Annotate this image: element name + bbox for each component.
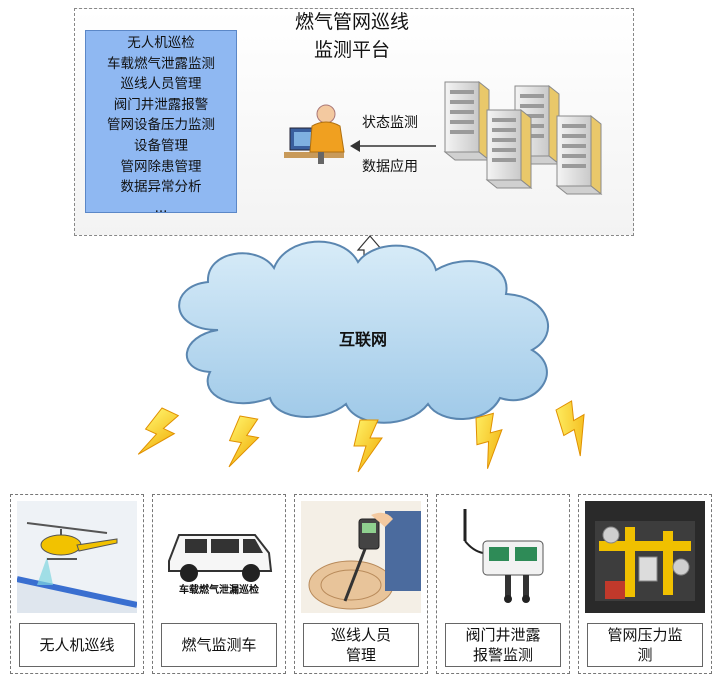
device-label-line1: 阀门井泄露: [465, 626, 541, 644]
device-card-patrol-staff: 巡线人员 管理: [294, 494, 428, 674]
pressure-station-icon: [585, 501, 705, 613]
function-item: ...: [154, 199, 168, 216]
function-item: 车载燃气泄露监测: [107, 55, 215, 72]
drone-icon: [17, 501, 137, 613]
monitoring-vehicle-icon: [159, 501, 279, 613]
device-label: 无人机巡线: [19, 623, 135, 667]
function-item: 阀门井泄露报警: [113, 96, 209, 113]
device-label: 管网压力监 测: [587, 623, 703, 667]
device-label-line1: 管网压力监: [607, 626, 683, 644]
wireless-signal-icon: [353, 419, 383, 473]
arrow-label-state-monitoring: 状态监测: [362, 115, 418, 131]
wireless-signal-icon: [469, 411, 512, 471]
device-label-line2: 报警监测: [472, 646, 533, 664]
device-label-line1: 巡线人员: [330, 626, 391, 644]
operator-computer-icon: [284, 104, 345, 164]
patrol-staff-icon: [301, 501, 421, 613]
valve-alarm-device-icon: [443, 501, 563, 613]
device-card-valve-leak-alarm: 阀门井泄露 报警监测: [436, 494, 570, 674]
server-rack-icon: [444, 81, 602, 195]
device-card-drone: 无人机巡线: [10, 494, 144, 674]
device-label-line1: 无人机巡线: [39, 636, 115, 654]
device-label-line2: 管理: [345, 646, 376, 664]
device-card-pipeline-pressure: 管网压力监 测: [578, 494, 712, 674]
vehicle-image-caption: 车载燃气泄漏巡检: [179, 585, 259, 596]
internet-cloud-icon: [178, 240, 550, 424]
arrow-label-data-application: 数据应用: [362, 159, 418, 175]
cloud-label: 互联网: [338, 330, 387, 349]
function-item: 数据异常分析: [120, 179, 202, 196]
platform-title-line2: 监测平台: [313, 39, 390, 61]
wireless-signal-icon: [134, 404, 183, 465]
device-card-monitoring-vehicle: 车载燃气泄漏巡检 燃气监测车: [152, 494, 286, 674]
function-item: 管网设备压力监测: [107, 117, 215, 134]
function-item: 无人机巡检: [127, 35, 195, 51]
platform-title-line1: 燃气管网巡线: [294, 11, 409, 33]
device-label-line2: 测: [637, 646, 653, 664]
platform-title: 燃气管网巡线 监测平台: [262, 8, 442, 64]
device-label: 巡线人员 管理: [303, 623, 419, 667]
device-label: 阀门井泄露 报警监测: [445, 623, 561, 667]
function-item: 设备管理: [134, 137, 188, 154]
function-item: 巡线人员管理: [120, 76, 202, 93]
function-item: 管网除患管理: [120, 158, 202, 175]
device-label: 燃气监测车: [161, 623, 277, 667]
device-label-line1: 燃气监测车: [181, 636, 257, 654]
wireless-signal-icon: [224, 414, 263, 472]
data-flow-arrow: [350, 140, 436, 152]
wireless-signal-icon: [550, 398, 602, 459]
function-list: 无人机巡检 车载燃气泄露监测 巡线人员管理 阀门井泄露报警 管网设备压力监测 设…: [85, 30, 237, 216]
